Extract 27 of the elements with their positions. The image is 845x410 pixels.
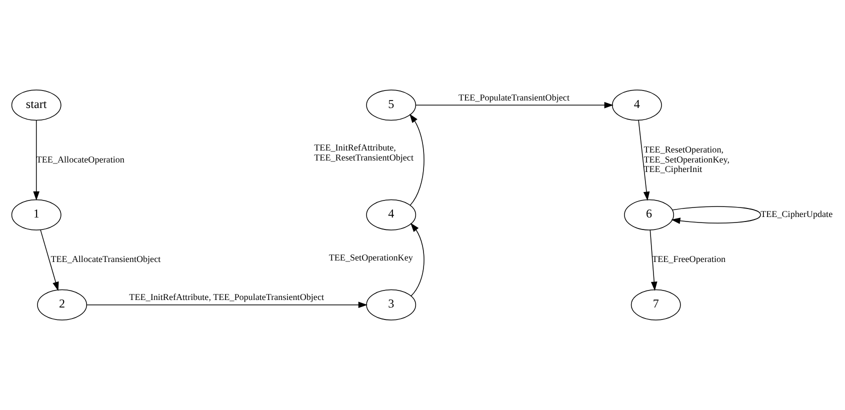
arrow bbox=[40, 229, 59, 291]
node-ellipse: start bbox=[11, 90, 62, 121]
arrow bbox=[410, 114, 424, 206]
edge-label: TEE_FreeOperation bbox=[652, 254, 726, 264]
edge-label: TEE_SetOperationKey bbox=[328, 252, 413, 262]
node-ellipse: 7 bbox=[630, 289, 681, 320]
arrow bbox=[671, 206, 761, 224]
arrow bbox=[638, 120, 650, 201]
node-ellipse: 2 bbox=[37, 289, 88, 320]
node-ellipse: 4 bbox=[612, 90, 662, 121]
edge-label: TEE_PopulateTransientObject bbox=[458, 92, 570, 102]
edge-label: TEE_AllocateTransientObject bbox=[50, 254, 161, 264]
arrow bbox=[86, 302, 368, 308]
arrow bbox=[650, 230, 658, 291]
arrow bbox=[410, 222, 424, 296]
edge-label: TEE_CipherUpdate bbox=[760, 209, 833, 220]
node-ellipse: 4 bbox=[366, 199, 416, 230]
edge-label: TEE_ResetOperation, TEE_SetOperationKey, TEE_CipherInit bbox=[644, 144, 730, 174]
node-ellipse: 6 bbox=[624, 199, 674, 230]
edge-label: TEE_AllocateOperation bbox=[36, 154, 124, 164]
edge-label: TEE_InitRefAttribute, TEE_ResetTransientObject bbox=[314, 142, 414, 162]
node-ellipse: 1 bbox=[11, 199, 62, 230]
arrow bbox=[415, 102, 614, 108]
node-ellipse: 5 bbox=[366, 90, 416, 121]
arrow bbox=[33, 120, 40, 201]
node-ellipse: 3 bbox=[366, 289, 416, 320]
edge-label: TEE_InitRefAttribute, TEE_PopulateTransientObject bbox=[129, 292, 324, 302]
